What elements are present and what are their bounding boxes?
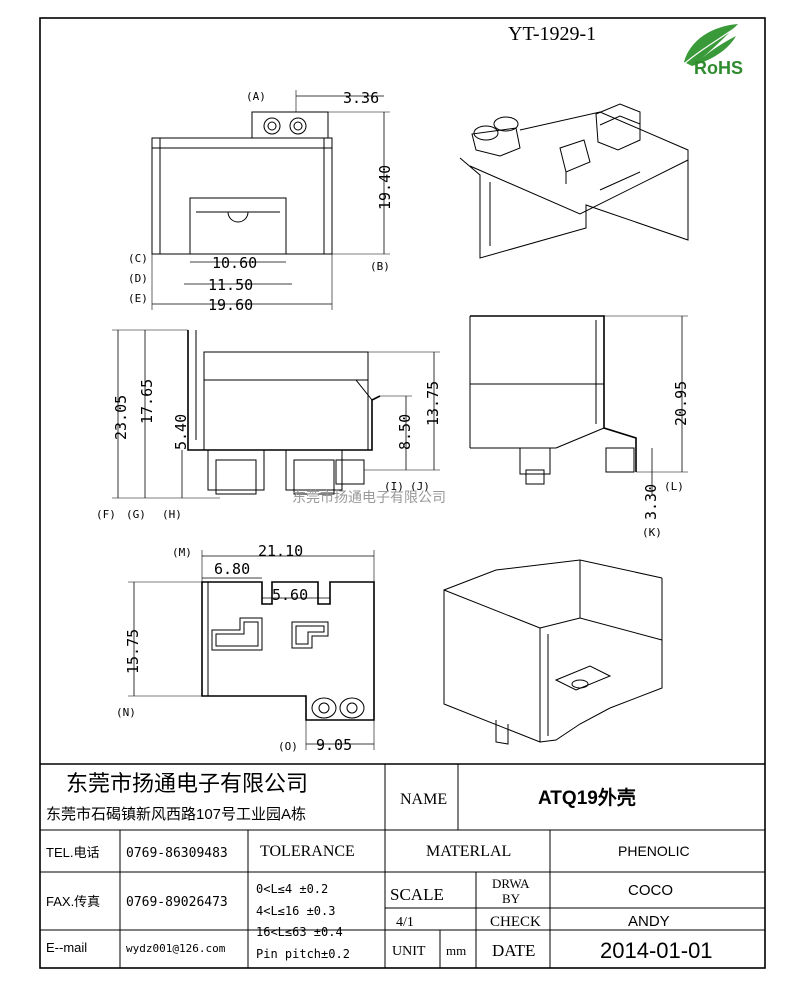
view-bottom: 21.10 6.80 5.60 15.75 9.05 (M) (N) (O) [116, 542, 375, 754]
tolerance-row-4: Pin pitch±0.2 [256, 947, 350, 961]
sheet-border [39, 17, 766, 969]
watermark: 东莞市扬通电子有限公司 [292, 489, 446, 505]
ref-h: (H) [162, 508, 182, 521]
rohs-logo: RoHS [683, 24, 743, 78]
ref-g: (G) [126, 508, 146, 521]
scale-value: 4/1 [396, 915, 414, 930]
dim-19-40: 19.40 [376, 165, 394, 210]
tel-value: 0769-86309483 [126, 846, 228, 861]
ref-o: (O) [278, 740, 298, 753]
tolerance-label: TOLERANCE [260, 843, 355, 860]
dim-11-50: 11.50 [208, 276, 253, 294]
dim-3-36: 3.36 [343, 89, 379, 107]
ref-k: (K) [642, 526, 662, 539]
ref-f: (F) [96, 508, 116, 521]
by-label: BY [502, 891, 521, 906]
dim-23-05: 23.05 [112, 395, 130, 440]
name-value: ATQ19外壳 [538, 786, 636, 809]
ref-a: (A) [246, 90, 266, 103]
dim-8-50: 8.50 [396, 414, 414, 450]
dim-15-75: 15.75 [124, 629, 142, 674]
ref-m: (M) [172, 546, 192, 559]
dim-6-80: 6.80 [214, 560, 250, 578]
tolerance-row-3: 16<L≤63 ±0.4 [256, 925, 343, 939]
check-value: ANDY [628, 913, 670, 930]
ref-j: (J) [410, 480, 430, 493]
email-label: E--mail [46, 940, 87, 955]
dim-17-65: 17.65 [138, 379, 156, 424]
unit-value: mm [446, 943, 466, 958]
ref-b: (B) [370, 260, 390, 273]
ref-i: (I) [384, 480, 404, 493]
scale-label: SCALE [390, 885, 444, 904]
material-label: MATERLAL [426, 843, 511, 860]
name-label: NAME [400, 791, 447, 808]
view-side: 23.05 17.65 5.40 8.50 13.75 (F) (G) (H) … [96, 329, 442, 521]
date-value: 2014-01-01 [600, 938, 713, 963]
ref-d: (D) [128, 272, 148, 285]
dim-9-05: 9.05 [316, 736, 352, 754]
date-label: DATE [492, 941, 535, 960]
rohs-text: RoHS [694, 58, 743, 78]
title-block: 东莞市扬通电子有限公司 东莞市石碣镇新风西路107号工业园A栋 NAME ATQ… [40, 763, 765, 968]
company-address: 东莞市石碣镇新风西路107号工业园A栋 [46, 805, 306, 823]
view-right: 20.95 3.30 (L) (K) [469, 315, 690, 539]
tolerance-row-2: 4<L≤16 ±0.3 [256, 904, 335, 918]
fax-value: 0769-89026473 [126, 895, 228, 910]
tel-label: TEL.电话 [46, 845, 99, 860]
dim-19-60: 19.60 [208, 296, 253, 314]
dim-3-30: 3.30 [642, 484, 660, 520]
dim-20-95: 20.95 [672, 381, 690, 426]
dim-10-60: 10.60 [212, 254, 257, 272]
email-value: wydz001@126.com [126, 942, 226, 955]
fax-label: FAX.传真 [46, 894, 100, 909]
ref-n: (N) [116, 706, 136, 719]
ref-e: (E) [128, 292, 148, 305]
drawing-number: YT-1929-1 [508, 23, 596, 45]
dim-21-10: 21.10 [258, 542, 303, 560]
view-iso-top [459, 103, 689, 259]
company-name: 东莞市扬通电子有限公司 [66, 771, 308, 796]
dim-5-40: 5.40 [172, 414, 190, 450]
unit-label: UNIT [392, 944, 426, 959]
ref-c: (C) [128, 252, 148, 265]
dim-5-60: 5.60 [272, 586, 308, 604]
tolerance-row-1: 0<L≤4 ±0.2 [256, 882, 328, 896]
ref-l: (L) [664, 480, 684, 493]
view-iso-bottom [443, 559, 663, 745]
dim-13-75: 13.75 [424, 381, 442, 426]
drawn-by-value: COCO [628, 882, 673, 899]
check-label: CHECK [490, 914, 541, 930]
view-front: 3.36 (A) 19.40 (B) 10.60 11.50 19.60 (C)… [128, 89, 394, 314]
drwa-label: DRWA [492, 876, 530, 891]
material-value: PHENOLIC [618, 843, 690, 859]
